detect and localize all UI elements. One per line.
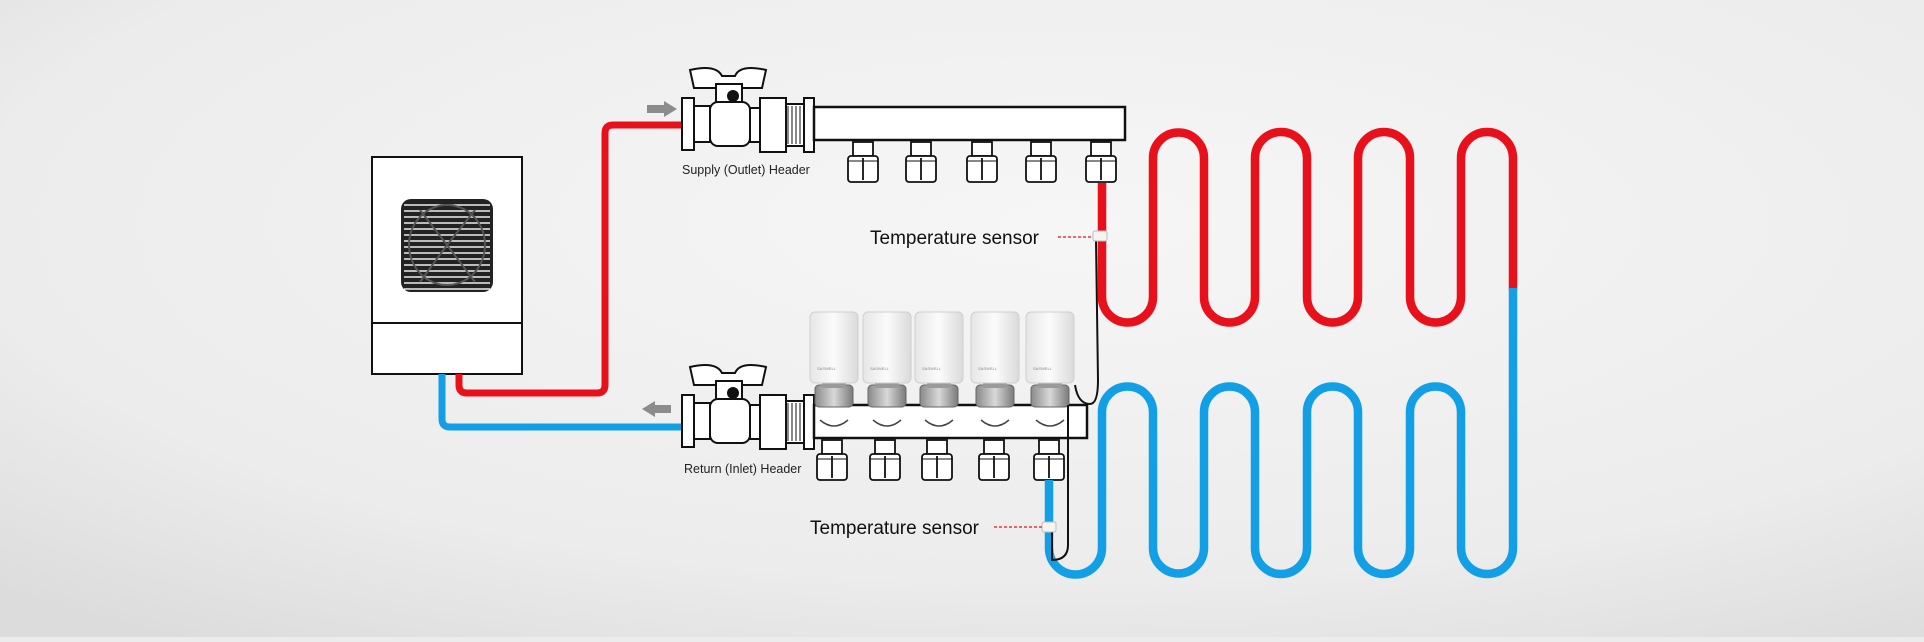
manifold-outlet-icon [1033, 439, 1065, 481]
thermal-actuator-icon: SASWELL [1025, 311, 1075, 427]
return-pipe [438, 374, 684, 431]
manifold-outlet-icon [978, 439, 1010, 481]
actuator-brand-label: SASWELL [1033, 366, 1053, 371]
sensor-wire-return [1051, 405, 1069, 562]
return-flow-arrow-icon [642, 401, 671, 417]
sensor-wire-supply [1074, 239, 1100, 406]
supply-ball-valve-icon [681, 67, 815, 153]
thermal-actuator-icon: SASWELL [970, 311, 1020, 427]
actuator-brand-label: SASWELL [870, 366, 890, 371]
supply-temperature-sensor: Temperature sensor [870, 228, 1108, 249]
temperature-sensor-clip-icon [1092, 230, 1108, 242]
manifold-outlet-icon [816, 439, 848, 481]
return-sensor-label: Temperature sensor [810, 518, 980, 539]
return-header-label: Return (Inlet) Header [684, 462, 801, 476]
manifold-outlet-icon [921, 439, 953, 481]
manifold-outlet-icon [847, 141, 879, 183]
fan-grille-icon [401, 199, 493, 292]
return-loop-pipe [1044, 288, 1518, 579]
supply-loop-pipe [1097, 127, 1518, 327]
manifold-outlet-icon [869, 439, 901, 481]
actuators: SASWELL SASWELL SASWELL SASWELL SASWELL [809, 311, 1075, 427]
thermal-actuator-icon: SASWELL [914, 311, 964, 427]
actuator-brand-label: SASWELL [922, 366, 942, 371]
manifold-outlet-icon [905, 141, 937, 183]
temperature-sensor-clip-icon [1041, 521, 1057, 533]
supply-sensor-label: Temperature sensor [870, 228, 1040, 249]
supply-flow-arrow-icon [647, 101, 677, 117]
manifold-outlet-icon [1085, 141, 1117, 183]
actuator-brand-label: SASWELL [978, 366, 998, 371]
thermal-actuator-icon: SASWELL [809, 311, 859, 427]
supply-header-bar [812, 105, 1127, 142]
actuator-brand-label: SASWELL [817, 366, 837, 371]
thermal-actuator-icon: SASWELL [862, 311, 912, 427]
return-temperature-sensor: Temperature sensor [810, 518, 1057, 539]
manifold-outlet-icon [1025, 141, 1057, 183]
supply-outlets [847, 141, 1117, 183]
heat-pump-unit-icon [371, 156, 523, 375]
supply-pipe [455, 121, 684, 397]
return-outlets [816, 439, 1065, 481]
manifold-outlet-icon [966, 141, 998, 183]
return-ball-valve-icon [681, 364, 815, 450]
supply-header-label: Supply (Outlet) Header [682, 163, 810, 177]
